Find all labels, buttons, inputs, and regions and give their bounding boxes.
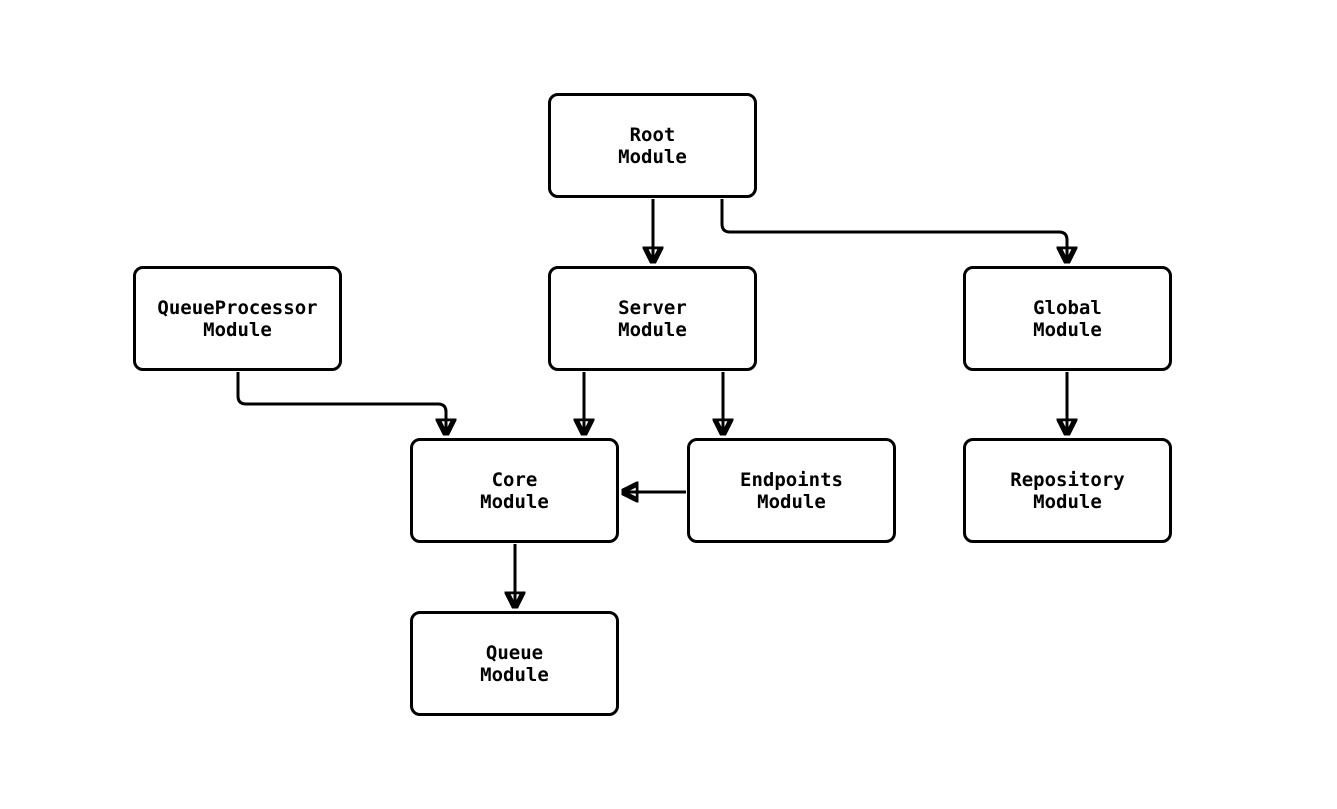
edge-queueprocessor-to-core-arrow: [236, 372, 446, 434]
node-label-line: Module: [203, 318, 272, 341]
node-label-line: Module: [480, 663, 549, 686]
node-label-line: Module: [480, 490, 549, 513]
node-label-line: Server: [618, 296, 687, 319]
node-label-line: QueueProcessor: [157, 296, 318, 319]
node-label-line: Queue: [485, 641, 544, 664]
node-label-line: Module: [1033, 318, 1102, 341]
node-queueprocessor-module: QueueProcessor Module: [133, 266, 342, 371]
node-label-line: Core: [491, 468, 538, 491]
node-label-line: Module: [757, 490, 826, 513]
node-repository-module: Repository Module: [963, 438, 1172, 543]
node-core-module: Core Module: [410, 438, 619, 543]
node-label-line: Global: [1033, 296, 1102, 319]
node-endpoints-module: Endpoints Module: [687, 438, 896, 543]
node-label-line: Module: [618, 318, 687, 341]
node-server-module: Server Module: [548, 266, 757, 371]
node-global-module: Global Module: [963, 266, 1172, 371]
node-queue-module: Queue Module: [410, 611, 619, 716]
node-label-line: Module: [1033, 490, 1102, 513]
node-label-line: Module: [618, 145, 687, 168]
node-label-line: Root: [629, 123, 676, 146]
node-root-module: Root Module: [548, 93, 757, 198]
edge-root-to-global-arrow: [720, 199, 1067, 262]
node-label-line: Repository: [1010, 468, 1125, 491]
node-label-line: Endpoints: [740, 468, 843, 491]
